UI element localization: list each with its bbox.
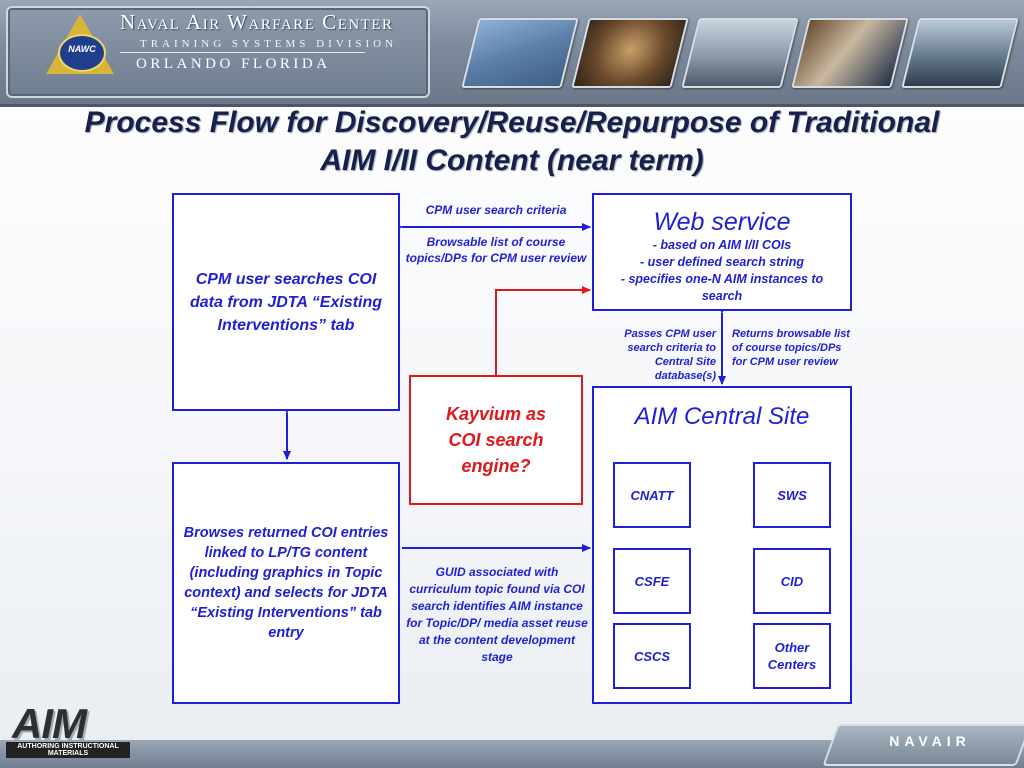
nawc-logo-emblem xyxy=(58,34,106,72)
aim-logo: AIM xyxy=(12,700,87,747)
cpm-search-text: CPM user searches COI data from JDTA “Ex… xyxy=(189,270,383,334)
site-csfe: CSFE xyxy=(613,548,691,614)
returns-list-label: Returns browsable list of course topics/… xyxy=(732,328,850,368)
web-service-line: - user defined search string xyxy=(640,255,804,269)
org-location: ORLANDO FLORIDA xyxy=(136,56,331,72)
kayvium-text: Kayvium as COI search engine? xyxy=(445,404,547,476)
page-title: Process Flow for Discovery/Reuse/Repurpo… xyxy=(84,106,940,177)
aim-tagline: AUTHORING INSTRUCTIONAL MATERIALS xyxy=(6,742,130,758)
browsable-list-label: Browsable list of course topics/DPs for … xyxy=(405,235,587,265)
site-sws: SWS xyxy=(753,462,831,528)
org-divider xyxy=(120,52,365,53)
org-division: TRAINING SYSTEMS DIVISION xyxy=(140,38,398,50)
navair-logo: NAVAIR xyxy=(889,733,971,749)
browse-returned-text: Browses returned COI entries linked to L… xyxy=(183,525,389,641)
site-cnatt: CNATT xyxy=(613,462,691,528)
aim-central-title: AIM Central Site xyxy=(634,403,810,430)
web-service-line: - based on AIM I/II COIs xyxy=(652,238,792,252)
passes-criteria-label: Passes CPM user search criteria to Centr… xyxy=(624,328,716,382)
org-name: Naval Air Warfare Center xyxy=(120,10,394,34)
kayvium-box: Kayvium as COI search engine? xyxy=(409,375,583,505)
logo-text: NAWC xyxy=(68,44,96,54)
cpm-search-box: CPM user searches COI data from JDTA “Ex… xyxy=(172,193,400,411)
site-other-centers: Other Centers xyxy=(753,623,831,689)
browse-returned-box: Browses returned COI entries linked to L… xyxy=(172,462,400,704)
web-service-title: Web service xyxy=(653,208,791,236)
search-criteria-label: CPM user search criteria xyxy=(425,203,567,217)
web-service-line: - specifies one-N AIM instances to searc… xyxy=(620,272,824,303)
web-service-box: Web service - based on AIM I/II COIs - u… xyxy=(592,193,852,311)
site-cscs: CSCS xyxy=(613,623,691,689)
site-cid: CID xyxy=(753,548,831,614)
kayvium-arrow xyxy=(495,286,591,375)
guid-note-label: GUID associated with curriculum topic fo… xyxy=(406,565,588,664)
